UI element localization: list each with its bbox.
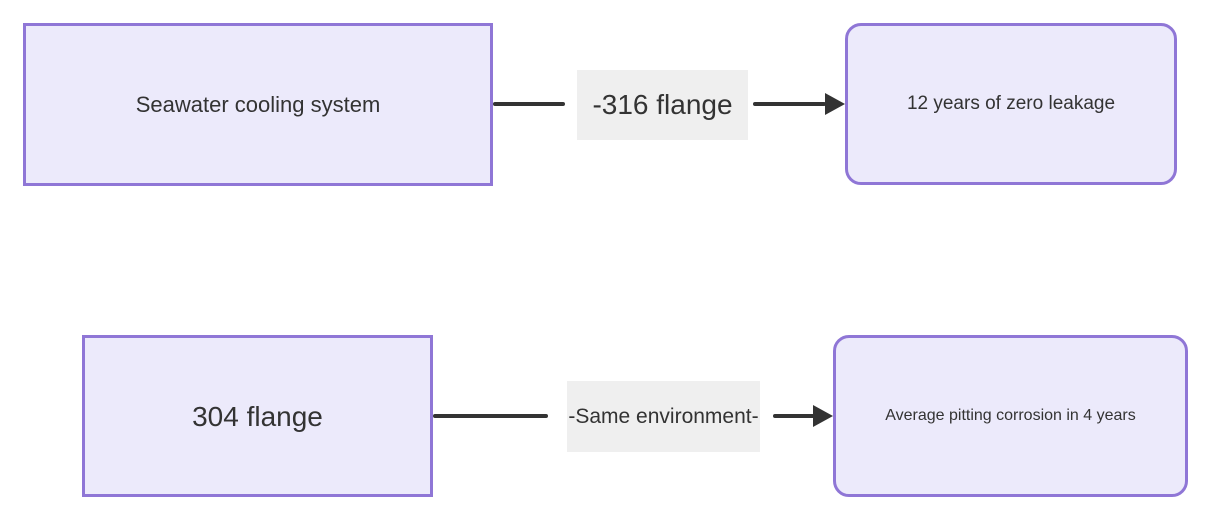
edge-line-row1-left bbox=[493, 102, 565, 106]
edge-label-316-flange: -316 flange bbox=[577, 70, 748, 140]
edge-line-row1-right bbox=[753, 102, 826, 106]
node-12-years-zero-leakage: 12 years of zero leakage bbox=[845, 23, 1177, 185]
edge-label-same-environment: -Same environment- bbox=[567, 381, 760, 452]
node-seawater-cooling-system: Seawater cooling system bbox=[23, 23, 493, 186]
edge-line-row2-left bbox=[433, 414, 548, 418]
arrowhead-icon bbox=[813, 405, 833, 427]
node-average-pitting-corrosion: Average pitting corrosion in 4 years bbox=[833, 335, 1188, 497]
edge-line-row2-right bbox=[773, 414, 815, 418]
node-304-flange: 304 flange bbox=[82, 335, 433, 497]
arrowhead-icon bbox=[825, 93, 845, 115]
